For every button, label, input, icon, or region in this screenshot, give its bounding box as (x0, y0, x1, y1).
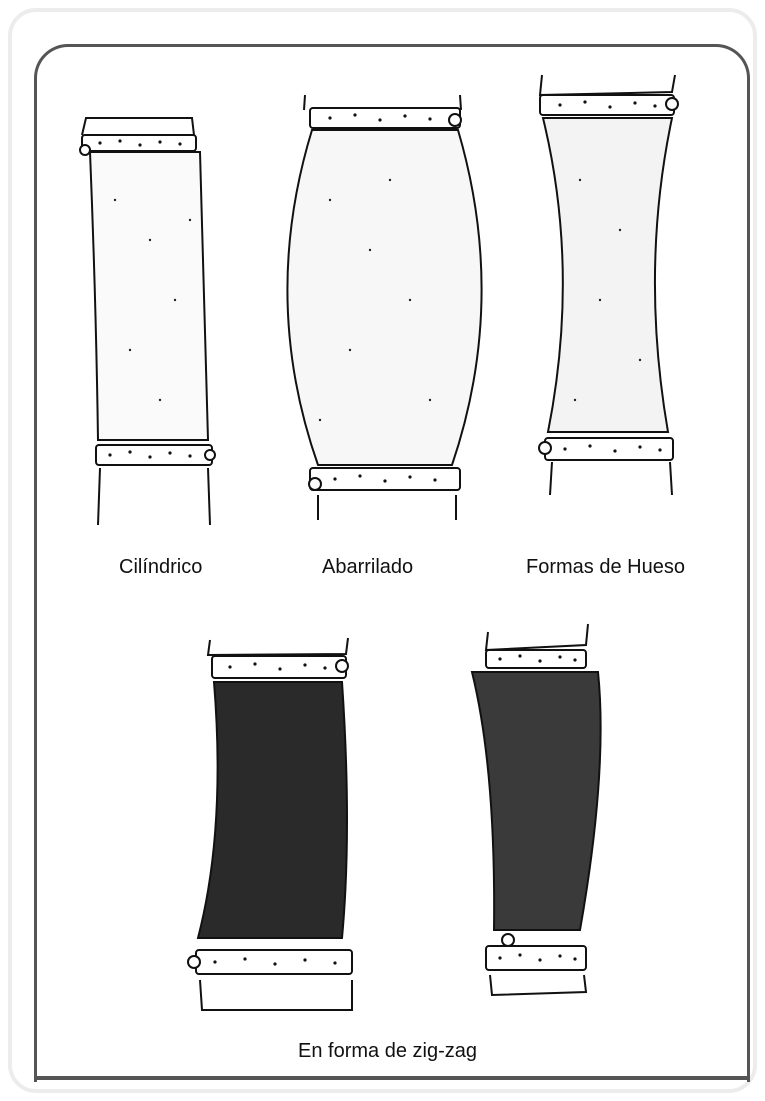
stalk-cilindrico (80, 118, 215, 525)
caption-zigzag: En forma de zig-zag (298, 1040, 477, 1063)
node-ring-bottom (196, 950, 352, 974)
stalk-zigzag-2 (472, 624, 601, 995)
internode-body (543, 118, 672, 432)
internode-body (90, 152, 208, 440)
caption-cilindrico: Cilíndrico (119, 556, 202, 579)
stalk-zigzag-1 (188, 638, 352, 1010)
caption-hueso: Formas de Hueso (526, 556, 685, 579)
internode-body (198, 682, 347, 938)
internode-body (472, 672, 601, 930)
internode-body (287, 130, 481, 465)
node-ring-top (310, 108, 460, 128)
stalk-abarrilado (287, 95, 481, 520)
caption-abarrilado: Abarrilado (322, 556, 413, 579)
node-ring-bottom (96, 445, 212, 465)
node-ring-bottom (310, 468, 460, 490)
stalk-hueso (539, 75, 678, 495)
